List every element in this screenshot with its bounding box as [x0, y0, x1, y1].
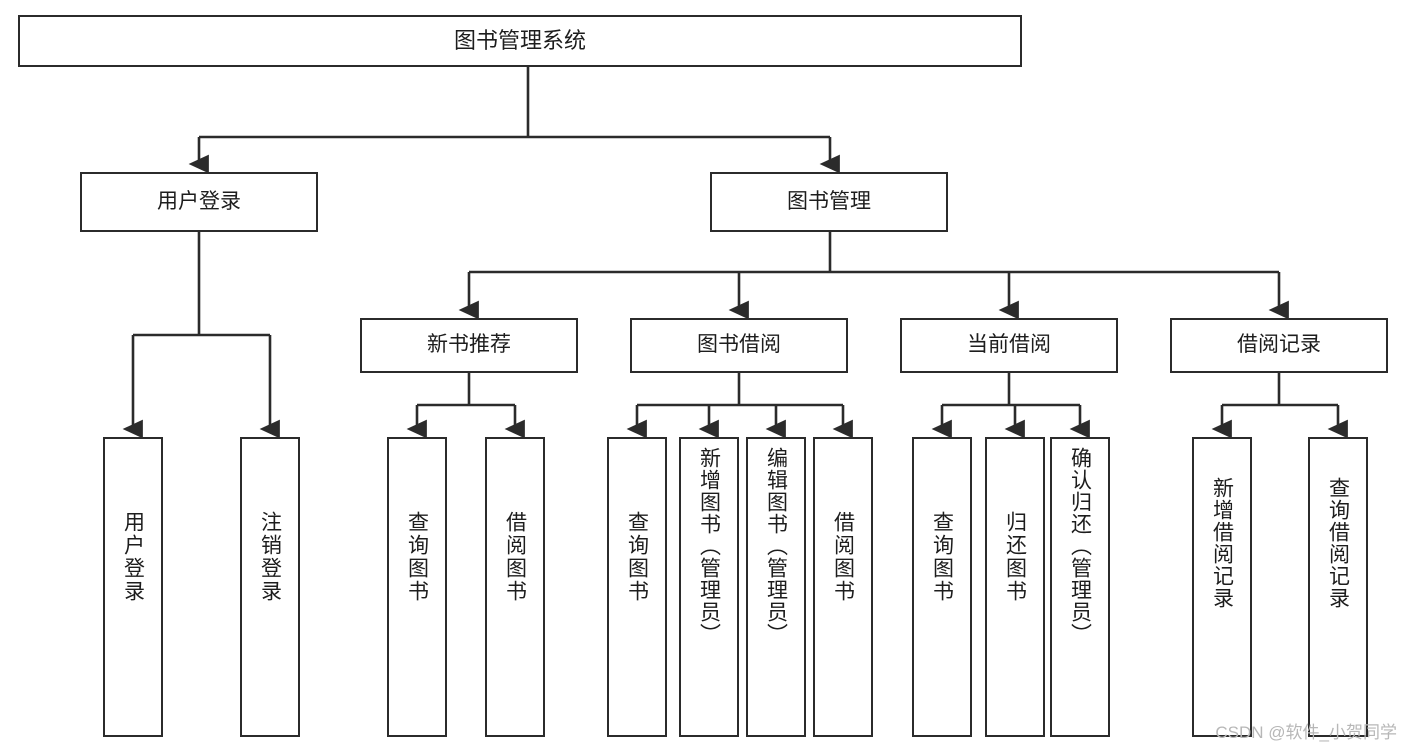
node-root[interactable]: 图书管理系统	[18, 15, 1022, 67]
node-leaf-return-book[interactable]: 归还图书	[985, 437, 1045, 737]
node-leaf-edit-book-label: 编辑图书（管理员）	[764, 447, 788, 645]
node-leaf-query-record-label: 查询借阅记录	[1326, 477, 1350, 609]
node-leaf-edit-book[interactable]: 编辑图书（管理员）	[746, 437, 806, 737]
node-leaf-logout-label: 注销登录	[258, 511, 282, 603]
node-leaf-query-book-1[interactable]: 查询图书	[387, 437, 447, 737]
node-leaf-add-book-label: 新增图书（管理员）	[697, 447, 721, 645]
node-book-manage-label: 图书管理	[787, 189, 871, 213]
node-leaf-confirm-return[interactable]: 确认归还（管理员）	[1050, 437, 1110, 737]
node-book-manage[interactable]: 图书管理	[710, 172, 948, 232]
node-book-borrow-label: 图书借阅	[697, 333, 781, 357]
node-borrow-record-label: 借阅记录	[1237, 333, 1321, 357]
node-user-login[interactable]: 用户登录	[80, 172, 318, 232]
node-leaf-borrow-book-2-label: 借阅图书	[831, 511, 855, 603]
node-leaf-user-login-label: 用户登录	[121, 511, 145, 603]
node-leaf-query-book-2-label: 查询图书	[625, 511, 649, 603]
node-current-borrow-label: 当前借阅	[967, 333, 1051, 357]
node-new-book-rec-label: 新书推荐	[427, 333, 511, 357]
node-book-borrow[interactable]: 图书借阅	[630, 318, 848, 373]
node-leaf-add-record-label: 新增借阅记录	[1210, 477, 1234, 609]
node-leaf-query-book-3[interactable]: 查询图书	[912, 437, 972, 737]
node-leaf-borrow-book-1[interactable]: 借阅图书	[485, 437, 545, 737]
node-leaf-user-login[interactable]: 用户登录	[103, 437, 163, 737]
node-leaf-confirm-return-label: 确认归还（管理员）	[1068, 447, 1092, 645]
node-leaf-add-record[interactable]: 新增借阅记录	[1192, 437, 1252, 737]
node-leaf-logout[interactable]: 注销登录	[240, 437, 300, 737]
node-borrow-record[interactable]: 借阅记录	[1170, 318, 1388, 373]
node-user-login-label: 用户登录	[157, 189, 241, 213]
node-current-borrow[interactable]: 当前借阅	[900, 318, 1118, 373]
node-new-book-rec[interactable]: 新书推荐	[360, 318, 578, 373]
node-leaf-add-book[interactable]: 新增图书（管理员）	[679, 437, 739, 737]
node-leaf-query-book-3-label: 查询图书	[930, 511, 954, 603]
node-leaf-borrow-book-1-label: 借阅图书	[503, 511, 527, 603]
node-leaf-return-book-label: 归还图书	[1003, 511, 1027, 603]
node-leaf-query-book-2[interactable]: 查询图书	[607, 437, 667, 737]
node-leaf-borrow-book-2[interactable]: 借阅图书	[813, 437, 873, 737]
watermark-text: CSDN @软件_小贺同学	[1215, 723, 1397, 742]
node-root-label: 图书管理系统	[453, 28, 586, 54]
node-leaf-query-record[interactable]: 查询借阅记录	[1308, 437, 1368, 737]
node-leaf-query-book-1-label: 查询图书	[405, 511, 429, 603]
